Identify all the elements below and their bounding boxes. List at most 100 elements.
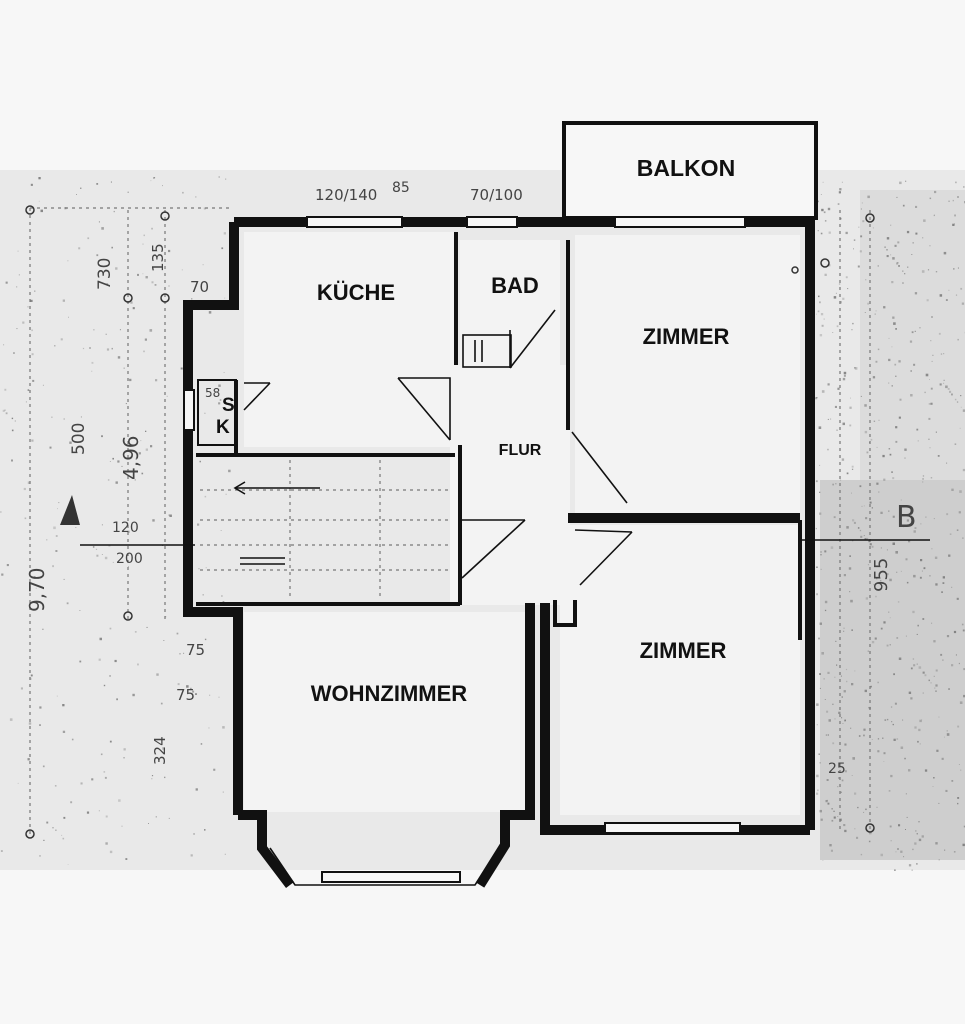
- scan-speck: [861, 202, 863, 204]
- scan-speck: [115, 267, 118, 270]
- scan-speck: [929, 447, 931, 449]
- scan-speck: [888, 337, 890, 339]
- scan-speck: [934, 687, 936, 689]
- scan-speck: [836, 429, 838, 431]
- scan-speck: [868, 540, 871, 543]
- scan-speck: [162, 747, 165, 750]
- scan-speck: [145, 430, 147, 432]
- scan-speck: [818, 637, 820, 640]
- scan-speck: [202, 594, 204, 596]
- scan-speck: [204, 412, 206, 414]
- scan-speck: [910, 667, 913, 670]
- scan-speck: [118, 799, 121, 802]
- scan-speck: [32, 379, 35, 382]
- scan-speck: [943, 382, 945, 384]
- dim-955: 955: [871, 558, 892, 592]
- scan-speck: [891, 721, 893, 723]
- scan-speck: [82, 347, 85, 350]
- scan-speck: [912, 242, 914, 244]
- scan-speck: [222, 791, 224, 793]
- scan-speck: [78, 247, 81, 250]
- scan-speck: [100, 753, 103, 756]
- scan-speck: [875, 360, 878, 363]
- scan-dark-right-upper: [860, 190, 965, 480]
- scan-speck: [137, 663, 139, 666]
- scan-speck: [137, 273, 139, 276]
- scan-speck: [923, 219, 926, 222]
- scan-speck: [829, 844, 832, 847]
- scan-dark-right: [820, 480, 965, 860]
- scan-speck: [132, 307, 135, 310]
- scan-speck: [835, 292, 837, 294]
- scan-speck: [816, 313, 817, 315]
- scan-speck: [117, 356, 121, 359]
- scan-speck: [181, 269, 183, 271]
- scan-speck: [127, 191, 129, 193]
- scan-speck: [2, 409, 5, 412]
- scan-speck: [843, 371, 847, 375]
- scan-speck: [166, 395, 168, 397]
- scan-speck: [11, 459, 13, 462]
- scan-speck: [857, 806, 859, 809]
- scan-speck: [818, 426, 822, 429]
- scan-speck: [68, 316, 69, 318]
- scan-speck: [888, 510, 890, 512]
- scan-speck: [949, 533, 952, 535]
- scan-speck: [924, 674, 927, 677]
- scan-speck: [933, 518, 935, 520]
- scan-speck: [889, 644, 891, 646]
- scan-speck: [862, 220, 865, 223]
- scan-speck: [150, 445, 153, 448]
- scan-speck: [870, 438, 873, 441]
- scan-speck: [95, 548, 98, 550]
- scan-speck: [87, 237, 90, 240]
- scan-speck: [3, 344, 5, 346]
- scan-speck: [192, 690, 195, 693]
- scan-speck: [828, 231, 831, 234]
- scan-speck: [935, 669, 938, 672]
- scan-speck: [930, 387, 933, 390]
- scan-speck: [42, 765, 45, 768]
- scan-speck: [156, 673, 159, 676]
- scan-speck: [871, 507, 873, 509]
- dim-500: 500: [69, 423, 89, 455]
- scan-speck: [49, 446, 52, 449]
- scan-speck: [845, 231, 848, 235]
- scan-speck: [957, 725, 960, 728]
- scan-speck: [820, 194, 822, 195]
- scan-speck: [920, 559, 923, 562]
- scan-speck: [860, 395, 862, 397]
- scan-speck: [123, 757, 125, 759]
- scan-speck: [853, 239, 856, 241]
- scan-noise: [0, 176, 965, 871]
- scan-speck: [190, 687, 192, 690]
- scan-speck: [839, 301, 842, 304]
- scan-speck: [876, 482, 879, 485]
- scan-speck: [883, 761, 885, 762]
- scan-speck: [863, 505, 865, 507]
- scan-speck: [815, 480, 818, 483]
- scan-speck: [942, 576, 945, 579]
- scan-speck: [33, 576, 36, 578]
- scan-speck: [931, 622, 933, 624]
- scan-speck: [886, 718, 889, 721]
- scan-speck: [828, 264, 831, 267]
- scan-speck: [51, 416, 53, 418]
- scan-speck: [138, 452, 141, 455]
- scan-speck: [833, 810, 835, 812]
- scan-speck: [906, 519, 909, 522]
- scan-speck: [134, 631, 137, 633]
- scan-speck: [79, 610, 81, 611]
- scan-speck: [958, 662, 960, 665]
- scan-speck: [953, 268, 955, 270]
- scan-speck: [893, 322, 896, 325]
- scan-speck: [221, 595, 223, 597]
- dim-70: 70: [190, 278, 209, 296]
- scan-speck: [826, 710, 829, 713]
- scan-speck: [222, 726, 225, 729]
- scan-speck: [906, 230, 910, 234]
- scan-speck: [816, 774, 819, 778]
- scan-speck: [817, 310, 820, 313]
- scan-speck: [114, 659, 117, 663]
- scan-speck: [17, 250, 19, 252]
